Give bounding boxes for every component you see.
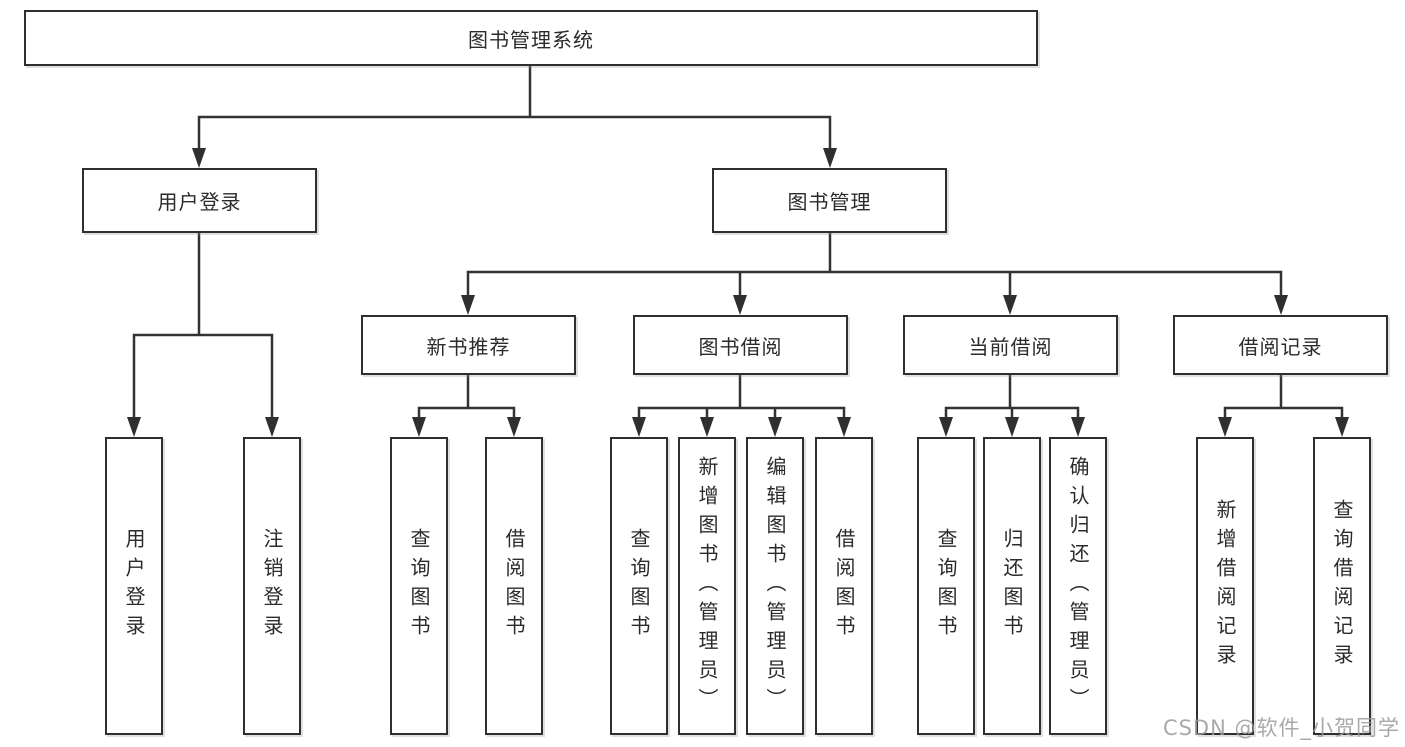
leaf-query-books-current: 查询图书 — [917, 437, 975, 735]
leaf-borrow-books-borrowing: 借阅图书 — [815, 437, 873, 735]
node-label: 当前借阅 — [968, 334, 1053, 359]
watermark: CSDN @软件_小贺同学 — [1162, 716, 1400, 740]
node-label: 新增图书（管理员） — [695, 455, 719, 717]
node-label: 查询借阅记录 — [1330, 499, 1354, 673]
leaf-query-borrow-record: 查询借阅记录 — [1313, 437, 1371, 735]
leaf-add-book-admin: 新增图书（管理员） — [678, 437, 736, 735]
arrowhead-icons — [127, 148, 1349, 437]
leaf-return-book: 归还图书 — [983, 437, 1041, 735]
node-label: 查询图书 — [407, 528, 431, 644]
leaf-borrow-books-recommend: 借阅图书 — [485, 437, 543, 735]
node-label: 借阅记录 — [1238, 334, 1323, 359]
node-label: 用户登录 — [157, 190, 242, 214]
node-borrowing-records: 借阅记录 — [1173, 315, 1388, 375]
node-label: 借阅图书 — [502, 528, 526, 644]
node-label: 图书管理系统 — [468, 27, 594, 52]
node-label: 查询图书 — [934, 528, 958, 644]
leaf-logout: 注销登录 — [243, 437, 301, 735]
node-label: 编辑图书（管理员） — [763, 455, 787, 717]
node-label: 图书管理 — [787, 190, 872, 214]
leaf-user-login: 用户登录 — [105, 437, 163, 735]
leaf-edit-book-admin: 编辑图书（管理员） — [746, 437, 804, 735]
node-label: 借阅图书 — [832, 528, 856, 644]
node-label: 用户登录 — [122, 528, 146, 644]
leaf-query-books-recommend: 查询图书 — [390, 437, 448, 735]
node-label: 新书推荐 — [426, 334, 511, 359]
node-label: 归还图书 — [1000, 528, 1024, 644]
node-user-login: 用户登录 — [82, 168, 317, 233]
leaf-query-books-borrowing: 查询图书 — [610, 437, 668, 735]
node-label: 图书借阅 — [698, 334, 783, 359]
node-label: 新增借阅记录 — [1213, 499, 1237, 673]
node-current-borrowing: 当前借阅 — [903, 315, 1118, 375]
node-book-management: 图书管理 — [712, 168, 947, 233]
leaf-add-borrow-record: 新增借阅记录 — [1196, 437, 1254, 735]
node-label: 确认归还（管理员） — [1066, 455, 1090, 717]
node-library-management-system: 图书管理系统 — [24, 10, 1038, 66]
node-book-borrowing: 图书借阅 — [633, 315, 848, 375]
node-label: 注销登录 — [260, 528, 284, 644]
node-new-book-recommend: 新书推荐 — [361, 315, 576, 375]
node-label: 查询图书 — [627, 528, 651, 644]
leaf-confirm-return-admin: 确认归还（管理员） — [1049, 437, 1107, 735]
